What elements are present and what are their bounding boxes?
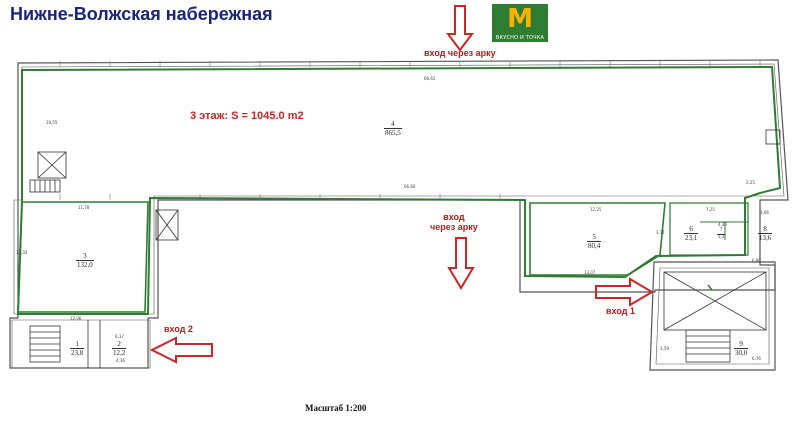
dim-label: 66,60 — [404, 184, 416, 189]
building-walls — [9, 59, 789, 371]
dim-label: 13,07 — [584, 270, 596, 275]
arrow-right — [595, 277, 654, 307]
arrow-left — [149, 336, 213, 364]
green-room-3-outline — [17, 201, 149, 313]
stairs-and-shafts — [29, 129, 781, 368]
dim-label: 3,71 — [656, 230, 665, 235]
dim-label: 4,36 — [718, 222, 727, 227]
dim-label: 6,80 — [752, 258, 761, 263]
upper-block-wall — [9, 59, 789, 369]
leased-area-outline — [16, 65, 782, 315]
right-tower-inner — [655, 267, 770, 365]
logo-m-icon: M — [507, 4, 533, 34]
shaft-middle — [155, 209, 179, 241]
green-small-rooms — [669, 202, 749, 256]
dim-label: 11,78 — [78, 205, 90, 210]
arrow-middle — [447, 237, 475, 290]
lift-shaft-right — [663, 271, 767, 331]
dim-label: 3,66 — [760, 210, 769, 215]
dim-label: 6,76 — [752, 356, 761, 361]
green-room-5-outline — [529, 202, 666, 276]
brand-logo: M ВКУСНО И ТОЧКА — [492, 4, 548, 42]
floor-area-label: 3 этаж: S = 1045.0 m2 — [190, 110, 304, 122]
logo-caption: ВКУСНО И ТОЧКА — [495, 35, 545, 41]
entrance-middle-line2: через арку — [430, 222, 478, 232]
entrance-left-label: вход 2 — [164, 324, 193, 334]
entrance-middle-label: вход через арку — [430, 212, 478, 232]
scale-label: Масштаб 1:200 — [305, 403, 367, 413]
green-outline-main — [16, 65, 782, 315]
stair-right-tower — [685, 329, 731, 363]
dim-label: 4,36 — [116, 358, 125, 363]
arrow-top — [446, 5, 474, 52]
dim-label: 2,25 — [746, 180, 755, 185]
dim-label: 6,17 — [115, 334, 124, 339]
dim-label: 3,59 — [660, 346, 669, 351]
shaft-top-left — [37, 151, 67, 179]
dim-label: 13,02 — [16, 250, 28, 255]
dim-label: 66,62 — [424, 76, 436, 81]
left-stair-block — [11, 319, 151, 369]
right-tower-wall — [649, 261, 776, 371]
dim-label: 12,25 — [590, 207, 602, 212]
window-ticks — [59, 61, 761, 200]
entrance-middle-line1: вход — [443, 212, 465, 222]
dim-label: 7,25 — [706, 207, 715, 212]
entrance-arrows — [149, 5, 654, 364]
entrance-right-label: вход 1 — [606, 306, 635, 316]
dim-label: 12,06 — [70, 316, 82, 321]
dim-label: 10,55 — [46, 120, 58, 125]
upper-block-inner-wall — [13, 63, 785, 315]
entrance-top-label: вход через арку — [424, 48, 496, 58]
page-title: Нижне-Волжская набережная — [10, 4, 273, 24]
